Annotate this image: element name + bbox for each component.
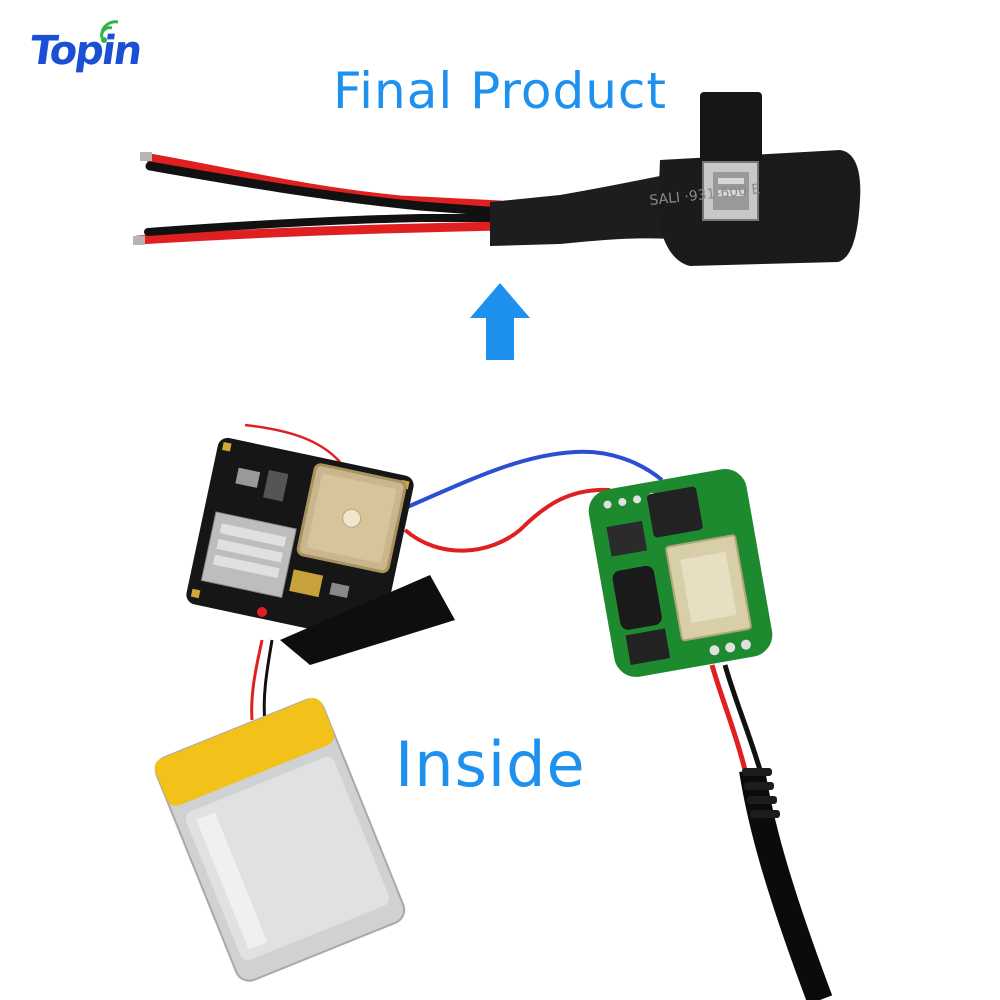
tape-flap — [700, 92, 762, 162]
topin-logo: Topin — [27, 14, 144, 84]
headline: Final Product — [333, 62, 667, 120]
black-wire-bottom — [144, 214, 504, 236]
antenna-wire — [244, 423, 341, 463]
capacitor — [612, 565, 662, 630]
blue-wire — [404, 449, 664, 510]
battery-red-wire — [250, 639, 264, 721]
power-board — [588, 468, 773, 677]
flex-antenna — [280, 575, 455, 665]
red-wire-bottom — [133, 221, 505, 245]
arrow-up-icon — [470, 283, 530, 360]
shrink-tube — [490, 172, 690, 246]
red-wire-inside — [403, 487, 611, 553]
output-red-wire — [709, 664, 748, 771]
inductor — [647, 486, 703, 538]
output-black-wire — [722, 664, 763, 771]
lipo-battery — [154, 698, 406, 982]
caption: Inside — [395, 728, 586, 801]
device-body — [658, 150, 861, 266]
gps-tracker-board — [186, 437, 414, 643]
power-cable — [739, 767, 833, 1000]
signal-icon — [100, 20, 119, 43]
black-wire-top — [145, 161, 505, 217]
final-product-device: SALI ·931-600 E — [133, 92, 861, 266]
battery-black-wire — [262, 639, 274, 723]
inside-components — [154, 423, 833, 1000]
